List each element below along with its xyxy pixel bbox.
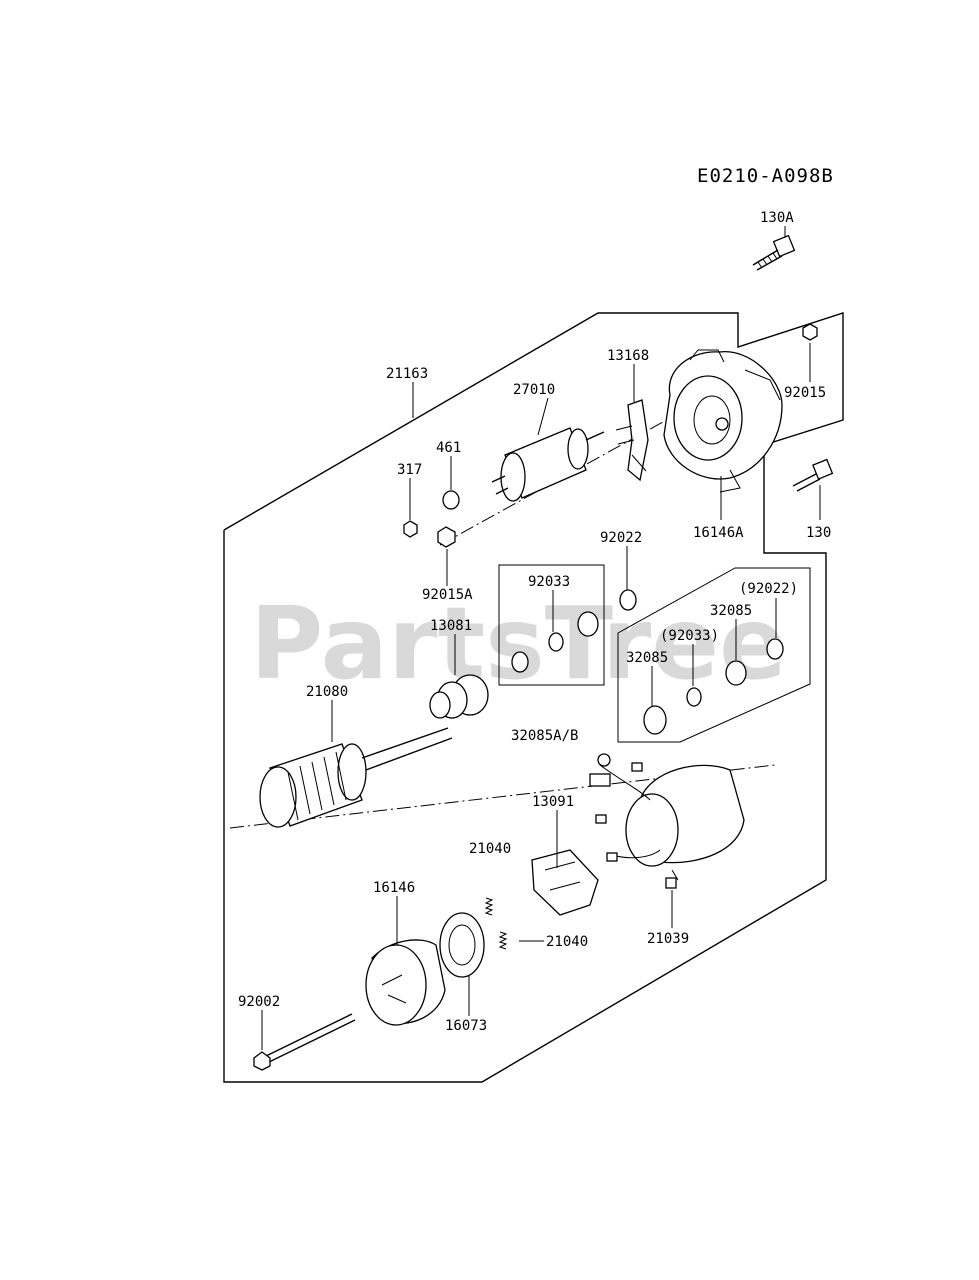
housing-16146A-icon	[663, 349, 783, 493]
label-92022-kit: (92022)	[739, 581, 798, 597]
stop-32085-kit2-icon	[643, 705, 667, 735]
label-16146: 16146	[373, 880, 415, 896]
end-cover-16146-icon	[365, 939, 446, 1026]
label-21080: 21080	[306, 684, 348, 700]
label-13168: 13168	[607, 348, 649, 364]
nut-317-icon	[403, 520, 418, 538]
label-317: 317	[397, 462, 422, 478]
yoke-21039-icon	[589, 753, 745, 889]
label-92015A: 92015A	[422, 587, 473, 603]
label-21040-lower: 21040	[546, 934, 588, 950]
label-32085-kit2: 32085	[626, 650, 668, 666]
spring-21040a-icon	[484, 897, 494, 916]
washer-461-icon	[442, 490, 460, 510]
label-92002: 92002	[238, 994, 280, 1010]
label-21040-upper: 21040	[469, 841, 511, 857]
ring-92033-icon	[548, 632, 564, 652]
kit-box-92033	[498, 564, 605, 686]
plate-16073-icon	[439, 912, 485, 978]
label-130A: 130A	[760, 210, 794, 226]
leader-lines	[261, 226, 821, 1050]
label-92022: 92022	[600, 530, 642, 546]
label-16146A: 16146A	[693, 525, 744, 541]
brush-holder-13091-icon	[531, 849, 599, 916]
kit-box-32085	[617, 567, 811, 743]
nut-92015-icon	[802, 323, 818, 341]
solenoid-27010-icon	[491, 427, 605, 502]
diagram-code: E0210-A098B	[697, 165, 834, 187]
label-92033: 92033	[528, 574, 570, 590]
label-16073: 16073	[445, 1018, 487, 1034]
spring-21040b-icon	[498, 931, 508, 950]
label-32085AB: 32085A/B	[511, 728, 578, 744]
label-13091: 13091	[532, 794, 574, 810]
stop-32085-kit-icon	[725, 660, 747, 686]
bolt-130A-icon	[752, 234, 796, 271]
ring-92033-kit-icon	[686, 687, 702, 707]
label-13081: 13081	[430, 618, 472, 634]
label-92015: 92015	[784, 385, 826, 401]
label-461: 461	[436, 440, 461, 456]
label-92033-kit: (92033)	[660, 628, 719, 644]
label-21163: 21163	[386, 366, 428, 382]
washer-92022-icon	[619, 589, 637, 611]
label-32085-kit: 32085	[710, 603, 752, 619]
through-bolt-92002-icon	[253, 1013, 356, 1071]
label-130: 130	[806, 525, 831, 541]
bolt-130-icon	[792, 458, 834, 492]
armature-21080-icon	[259, 727, 453, 828]
watermark: PartsTree	[250, 585, 787, 702]
lever-13168-icon	[615, 399, 649, 482]
stop-small-icon	[511, 651, 529, 673]
washer-92022-kit-icon	[766, 638, 784, 660]
nut-92015A-icon	[437, 526, 456, 548]
label-27010: 27010	[513, 382, 555, 398]
clutch-13081-icon	[429, 674, 489, 719]
label-21039: 21039	[647, 931, 689, 947]
stop-32085-icon	[577, 611, 599, 637]
